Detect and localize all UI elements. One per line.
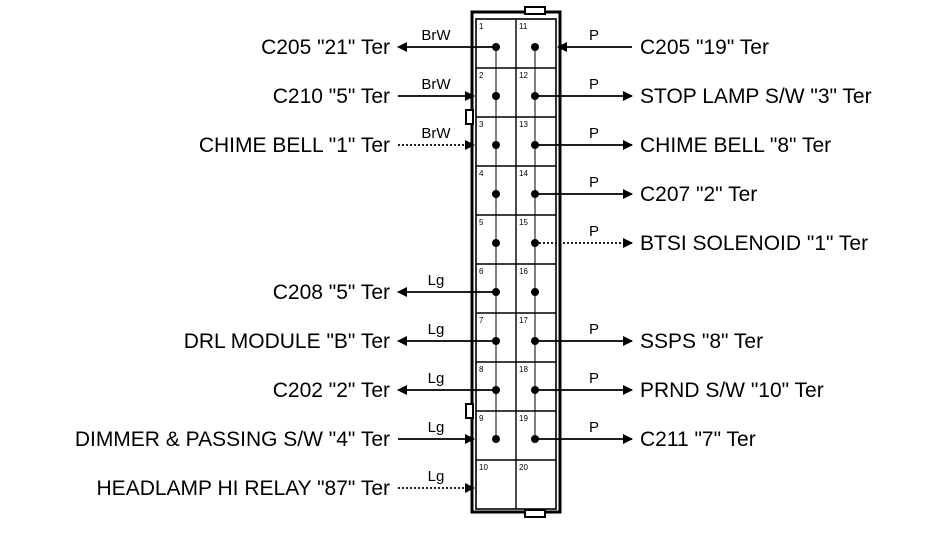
connector-top-latch	[524, 6, 546, 15]
pin-number-2: 2	[479, 71, 484, 80]
terminal-label: HEADLAMP HI RELAY "87" Ter	[97, 477, 390, 500]
right-circuit-pin-11: P C205 "19" Ter	[557, 27, 769, 59]
right-circuit-pin-17: P SSPS "8" Ter	[535, 321, 763, 353]
wire-color: P	[589, 76, 599, 93]
connector-bottom-latch	[524, 509, 546, 518]
terminal-label: DRL MODULE "B" Ter	[184, 330, 390, 353]
pin-number-8: 8	[479, 365, 484, 374]
wire-color: BrW	[421, 125, 451, 142]
terminal-label: SSPS "8" Ter	[640, 330, 763, 353]
terminal-label: C208 "5" Ter	[273, 281, 390, 304]
wire-color: Lg	[428, 370, 445, 387]
terminal-dot-5	[492, 239, 500, 247]
pin-number-10: 10	[479, 463, 488, 472]
terminal-label: STOP LAMP S/W "3" Ter	[640, 85, 872, 108]
wire-color: P	[589, 321, 599, 338]
wire-color: Lg	[428, 468, 445, 485]
terminal-dot-3	[492, 141, 500, 149]
pin-number-11: 11	[519, 22, 528, 31]
terminal-label: CHIME BELL "8" Ter	[640, 134, 831, 157]
pin-number-14: 14	[519, 169, 528, 178]
wire-color: BrW	[421, 27, 451, 44]
pin-number-16: 16	[519, 267, 528, 276]
terminal-label: CHIME BELL "1" Ter	[199, 134, 390, 157]
pin-number-5: 5	[479, 218, 484, 227]
pin-number-20: 20	[519, 463, 528, 472]
right-circuit-pin-19: P C211 "7" Ter	[535, 419, 756, 451]
pin-number-6: 6	[479, 267, 484, 276]
pin-number-15: 15	[519, 218, 528, 227]
wire-color: P	[589, 174, 599, 191]
wire-color: P	[589, 125, 599, 142]
terminal-dot-2	[492, 92, 500, 100]
terminal-label: PRND S/W "10" Ter	[640, 379, 824, 402]
wire-color: BrW	[421, 76, 451, 93]
wire-color: P	[589, 223, 599, 240]
connector-side-key-bottom	[465, 403, 474, 419]
terminal-label: C205 "21" Ter	[261, 36, 390, 59]
right-circuit-pin-13: P CHIME BELL "8" Ter	[535, 125, 831, 157]
right-circuit-pin-15: P BTSI SOLENOID "1" Ter	[535, 223, 868, 255]
terminal-label: C205 "19" Ter	[640, 36, 769, 59]
pin-number-12: 12	[519, 71, 528, 80]
wire-color: Lg	[428, 419, 445, 436]
wire-color: P	[589, 419, 599, 436]
left-circuit-pin-1: BrW C205 "21" Ter	[261, 27, 496, 59]
pin-number-3: 3	[479, 120, 484, 129]
pin-number-18: 18	[519, 365, 528, 374]
terminal-dot-4	[492, 190, 500, 198]
pin-number-17: 17	[519, 316, 528, 325]
terminal-label: C207 "2" Ter	[640, 183, 757, 206]
terminal-label: C202 "2" Ter	[273, 379, 390, 402]
right-circuit-pin-12: P STOP LAMP S/W "3" Ter	[535, 76, 872, 108]
left-circuit-pin-2: BrW C210 "5" Ter	[273, 76, 475, 108]
pin-number-13: 13	[519, 120, 528, 129]
pin-number-9: 9	[479, 414, 484, 423]
left-circuit-pin-3: BrW CHIME BELL "1" Ter	[199, 125, 475, 157]
connector-outer-frame	[470, 10, 562, 514]
connector-side-key-top	[465, 109, 474, 125]
terminal-label: C211 "7" Ter	[640, 428, 756, 451]
terminal-dot-16	[531, 288, 539, 296]
terminal-dot-9	[492, 435, 500, 443]
pin-number-19: 19	[519, 414, 528, 423]
terminal-dot-11	[531, 43, 539, 51]
wire-color: Lg	[428, 321, 445, 338]
wire-color: Lg	[428, 272, 445, 289]
terminal-label: DIMMER & PASSING S/W "4" Ter	[75, 428, 390, 451]
right-circuit-pin-14: P C207 "2" Ter	[535, 174, 757, 206]
terminal-label: BTSI SOLENOID "1" Ter	[640, 232, 868, 255]
pin-number-4: 4	[479, 169, 484, 178]
wire-color: P	[589, 370, 599, 387]
right-circuit-pin-18: P PRND S/W "10" Ter	[535, 370, 824, 402]
pin-number-1: 1	[479, 22, 484, 31]
pin-number-7: 7	[479, 316, 484, 325]
terminal-label: C210 "5" Ter	[273, 85, 390, 108]
wire-color: P	[589, 27, 599, 44]
